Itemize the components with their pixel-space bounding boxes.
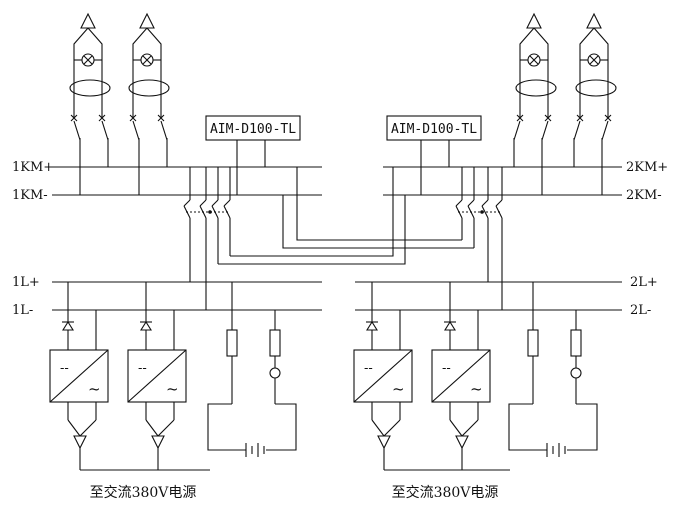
top-feeder-left-2 <box>128 12 170 195</box>
aim-device-right-label: AIM-D100-TL <box>391 122 477 137</box>
rectifier-dc-symbol: -- <box>138 361 147 376</box>
battery-group-left <box>207 282 297 457</box>
bus-label-1km-plus: 1KM+ <box>12 160 54 175</box>
bus-label-1l-plus: 1L+ <box>12 275 40 290</box>
bus-label-2km-minus: 2KM- <box>626 188 662 203</box>
rectifier-ac-symbol: ~ <box>392 380 405 398</box>
km-buses <box>52 166 622 196</box>
rectifier-module-right-2: -- ~ <box>431 282 491 470</box>
rectifier-module-left-1: -- ~ <box>49 282 109 470</box>
tie-wires <box>218 167 474 265</box>
rectifier-module-right-1: -- ~ <box>353 282 413 470</box>
ac-source-caption-right: 至交流380V电源 <box>392 484 499 501</box>
top-feeder-right-1 <box>513 12 557 195</box>
aim-device-right: AIM-D100-TL <box>386 115 482 195</box>
aim-device-left: AIM-D100-TL <box>205 115 301 195</box>
ac-source-caption-left: 至交流380V电源 <box>90 484 197 501</box>
l-buses <box>52 281 622 311</box>
top-feeder-right-2 <box>573 12 617 195</box>
bus-label-2l-minus: 2L- <box>630 303 651 318</box>
aim-device-left-label: AIM-D100-TL <box>210 122 296 137</box>
interconnect-left <box>183 167 231 310</box>
battery-group-right <box>508 282 598 457</box>
rectifier-ac-symbol: ~ <box>88 380 101 398</box>
rectifier-dc-symbol: -- <box>60 361 69 376</box>
rectifier-dc-symbol: -- <box>442 361 451 376</box>
rectifier-dc-symbol: -- <box>364 361 373 376</box>
bus-label-2l-plus: 2L+ <box>630 275 658 290</box>
interconnect-right <box>455 167 503 310</box>
top-feeder-left-1 <box>69 12 111 195</box>
rectifier-module-left-2: -- ~ <box>127 282 187 470</box>
bus-label-2km-plus: 2KM+ <box>626 160 668 175</box>
rectifier-ac-symbol: ~ <box>166 380 179 398</box>
bus-label-1km-minus: 1KM- <box>12 188 48 203</box>
bus-label-1l-minus: 1L- <box>12 303 33 318</box>
rectifier-ac-symbol: ~ <box>470 380 483 398</box>
